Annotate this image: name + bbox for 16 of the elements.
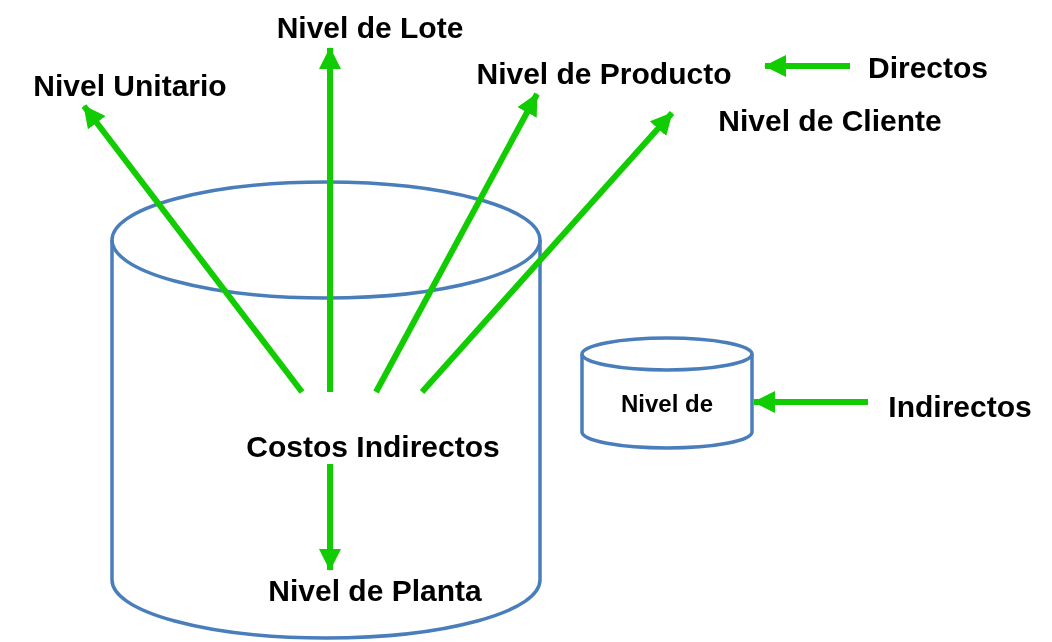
node-label: Nivel de Planta — [268, 574, 482, 608]
arrow — [419, 111, 675, 394]
arrow — [319, 464, 341, 571]
node-label: Nivel de Cliente — [718, 104, 942, 138]
node-label: Nivel Unitario — [33, 69, 227, 103]
node-label: Nivel de — [620, 390, 713, 418]
arrow — [373, 92, 540, 394]
node-label: Costos Indirectos — [246, 430, 500, 464]
arrow — [319, 47, 341, 392]
node-label: Nivel de Lote — [276, 11, 464, 45]
node-label: Directos — [867, 51, 988, 85]
node-label: Indirectos — [888, 390, 1032, 424]
arrow — [81, 104, 305, 394]
arrow — [764, 55, 850, 77]
node-label: Nivel de Producto — [476, 57, 732, 91]
arrow — [753, 391, 868, 413]
